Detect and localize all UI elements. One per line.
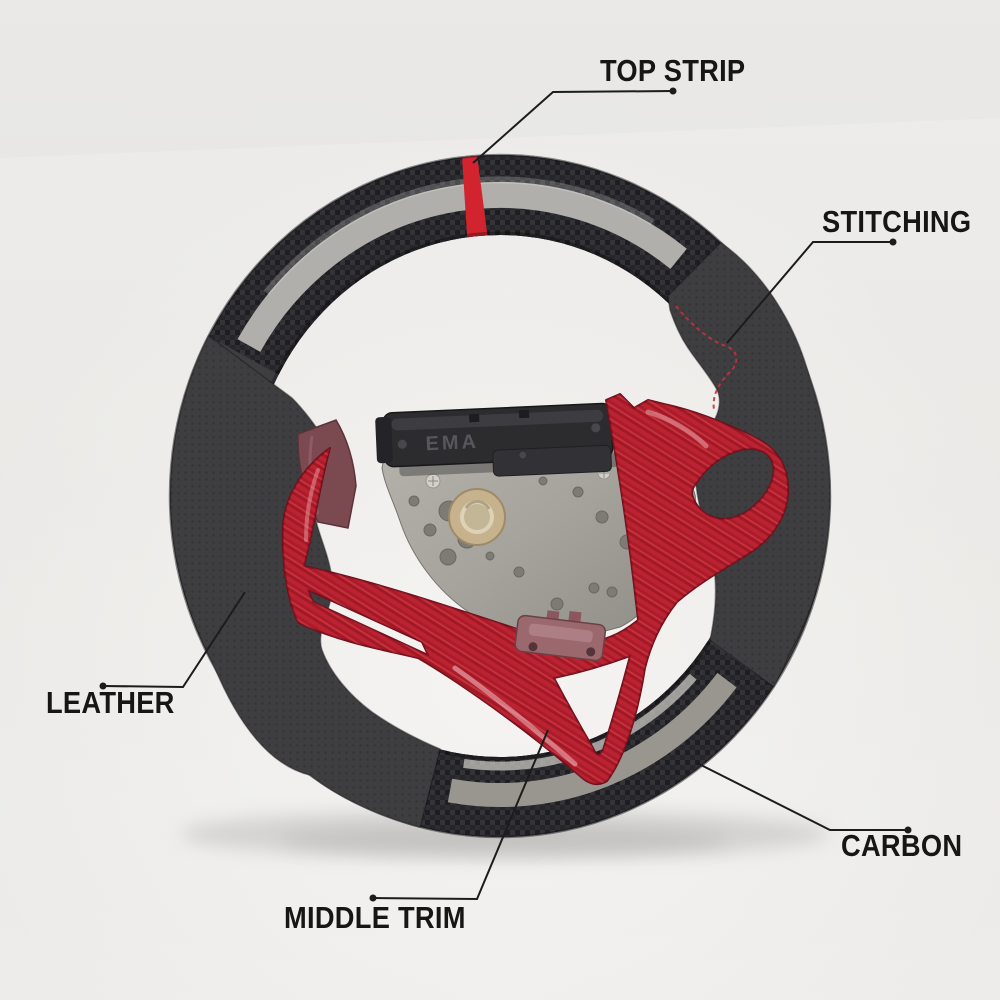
red-stitching — [675, 305, 738, 411]
callout-label-leather: LEATHER — [46, 685, 175, 720]
callout-label-middle-trim: MIDDLE TRIM — [284, 900, 466, 935]
callout-label-carbon: CARBON — [841, 828, 963, 863]
center-bore — [448, 488, 506, 546]
hub-module-text: EMA — [425, 431, 479, 455]
leader-middle-trim — [369, 729, 549, 902]
leader-leather — [99, 591, 246, 690]
leader-lines — [99, 87, 912, 902]
leader-carbon — [696, 762, 912, 834]
steering-wheel: EMA — [168, 153, 832, 839]
leader-stitching — [726, 238, 897, 344]
rim-red-top-strip — [461, 155, 488, 239]
hub-module: EMA — [375, 402, 626, 477]
red-trim-spokes — [281, 393, 789, 786]
leader-top-strip — [472, 87, 677, 164]
bronze-clamp — [514, 610, 607, 662]
callout-label-top-strip: TOP STRIP — [600, 53, 746, 88]
rim-top-gray-stripe — [237, 181, 687, 352]
red-trim-gloss — [304, 409, 709, 767]
callout-label-stitching: STITCHING — [822, 204, 972, 239]
